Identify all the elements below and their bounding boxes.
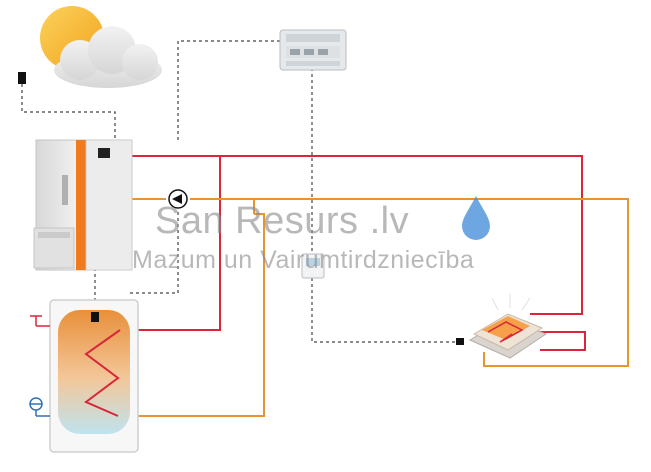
return-lines [118,198,629,417]
weather-icon [40,6,162,88]
hot-water-tank-icon [49,299,139,453]
hot-water-outlet-icon [30,315,50,327]
cold-water-inlet-icon [29,397,50,417]
water-drop-icon [462,196,490,240]
tank-coil [84,329,121,417]
underfloor-heating-icon [456,294,548,359]
room-thermostat-icon [301,253,325,279]
temperature-sensor-icon [456,338,464,345]
pump-icon [168,189,188,209]
controller-icon [279,29,347,71]
boiler-icon [33,139,133,271]
supply-lines [84,155,586,417]
outdoor-sensor-icon [18,72,26,84]
cloud-icon [54,26,162,88]
